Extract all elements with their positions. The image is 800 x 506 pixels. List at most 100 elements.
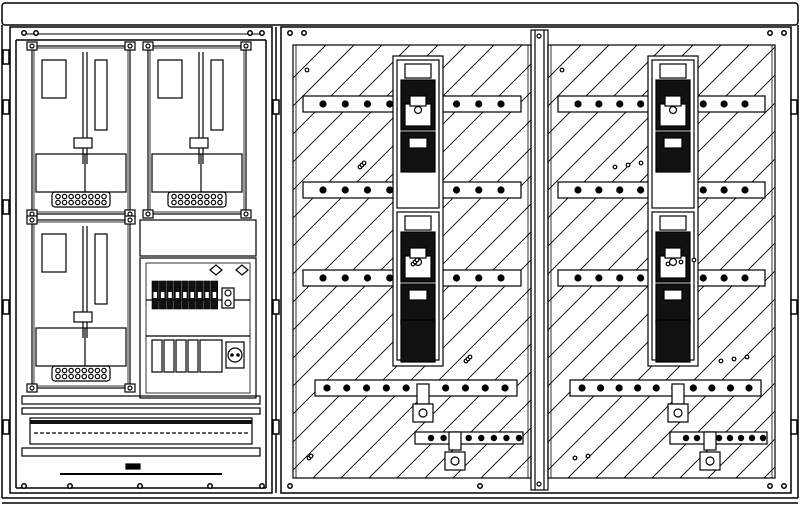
- neutral-bolt: [726, 384, 735, 392]
- earth-bolt: [748, 434, 756, 442]
- terminal-hole: [55, 373, 61, 380]
- separator-screw: [536, 481, 542, 487]
- meter-box-frame: [147, 45, 247, 215]
- earth-bolt: [715, 434, 723, 442]
- separator-screw: [536, 33, 542, 39]
- neutral-bolt: [442, 384, 450, 392]
- terminal-hole: [171, 193, 177, 200]
- mount-screw: [29, 43, 35, 49]
- mount-screw: [127, 211, 133, 217]
- busbar-bolt: [341, 100, 349, 108]
- terminal-strip: [51, 365, 111, 382]
- meter-clamp: [73, 137, 93, 149]
- terminal-hole: [88, 199, 94, 206]
- busbar-bolt: [363, 100, 372, 108]
- clamp-screw: [450, 456, 460, 466]
- breaker-toggle: [183, 292, 187, 298]
- busbar-bolt: [319, 274, 327, 282]
- mount-hole: [585, 453, 591, 459]
- socket-pin: [236, 353, 240, 357]
- terminal-hole: [88, 367, 94, 374]
- door-panel: [547, 44, 776, 479]
- meter-window: [41, 233, 67, 273]
- hatch-line: [293, 63, 531, 303]
- fuse-contact: [409, 247, 427, 259]
- fuse-cap: [659, 63, 687, 79]
- busbar-bolt: [341, 186, 349, 194]
- terminal-hole: [204, 199, 210, 206]
- mount-hole: [691, 257, 697, 263]
- clamp-screw: [673, 408, 683, 418]
- hinge: [2, 299, 10, 315]
- contactor: [199, 339, 223, 373]
- fuse-screw: [668, 105, 678, 115]
- neutral-bolt: [501, 384, 509, 392]
- meter-clamp: [73, 311, 93, 323]
- busbar-bolt: [386, 186, 394, 194]
- terminal-hole: [210, 199, 217, 206]
- neutral-bolt: [323, 384, 331, 392]
- busbar-bolt: [341, 274, 349, 282]
- fuse-latch: [663, 289, 683, 301]
- terminal-hole: [101, 199, 107, 206]
- terminal-hole: [94, 367, 101, 374]
- strip: [21, 407, 261, 415]
- relay-module: [163, 339, 175, 373]
- terminal-hole: [81, 373, 88, 380]
- busbar-bolt: [720, 186, 728, 194]
- busbar-bolt: [319, 186, 327, 194]
- neutral-bolt: [382, 384, 390, 392]
- busbar-bolt: [616, 100, 624, 108]
- fuse-base: [400, 319, 436, 363]
- neutral-bolt: [615, 384, 623, 392]
- terminal-hole: [88, 373, 94, 380]
- terminal-hole: [197, 199, 204, 206]
- bottom-strips: [21, 395, 261, 475]
- frame-screw: [207, 483, 213, 489]
- terminal-hole: [74, 199, 81, 206]
- neutral-bolt: [652, 384, 660, 392]
- terminal-hole: [74, 373, 81, 380]
- mount-screw: [145, 43, 151, 49]
- earth-bolt: [478, 434, 485, 442]
- relay-module: [175, 339, 187, 373]
- hatch-line: [396, 343, 531, 478]
- busbar-bolt: [637, 100, 645, 108]
- hinge: [2, 199, 10, 215]
- hatch-line: [293, 45, 523, 275]
- hinge: [790, 299, 798, 315]
- busbar-bolt: [616, 186, 624, 194]
- terminal-hole: [55, 199, 61, 206]
- meter-box: [26, 41, 136, 219]
- mount-hole: [718, 358, 724, 364]
- mount-hole: [678, 259, 684, 265]
- mount-hole: [361, 160, 367, 166]
- fuse-contact: [664, 95, 682, 107]
- neutral-bolt: [362, 384, 371, 392]
- busbar-bolt: [363, 274, 372, 282]
- breaker-toggle: [197, 292, 202, 298]
- busbar-bolt: [319, 100, 327, 108]
- terminal-hole: [61, 367, 68, 374]
- breaker-toggle: [175, 292, 180, 298]
- breaker-toggle: [190, 292, 194, 298]
- breaker-panel-inner: [145, 262, 251, 394]
- mount-screw: [29, 217, 35, 223]
- hatch-line: [548, 102, 775, 331]
- diamond-fitting: [235, 264, 249, 276]
- mount-hole: [625, 162, 631, 168]
- frame-screw: [781, 30, 787, 36]
- earth-bolt: [440, 434, 447, 442]
- busbar-bolt: [595, 100, 603, 108]
- terminal-screw: [224, 299, 232, 307]
- hatch-line: [548, 242, 775, 471]
- meter-box: [26, 215, 136, 393]
- meter-window: [41, 59, 67, 99]
- neutral-bolt: [708, 384, 716, 392]
- hatch-line: [567, 270, 775, 478]
- hinge: [2, 419, 10, 435]
- busbar-bolt: [452, 100, 461, 108]
- mount-screw: [127, 217, 133, 223]
- terminal-hole: [94, 193, 101, 200]
